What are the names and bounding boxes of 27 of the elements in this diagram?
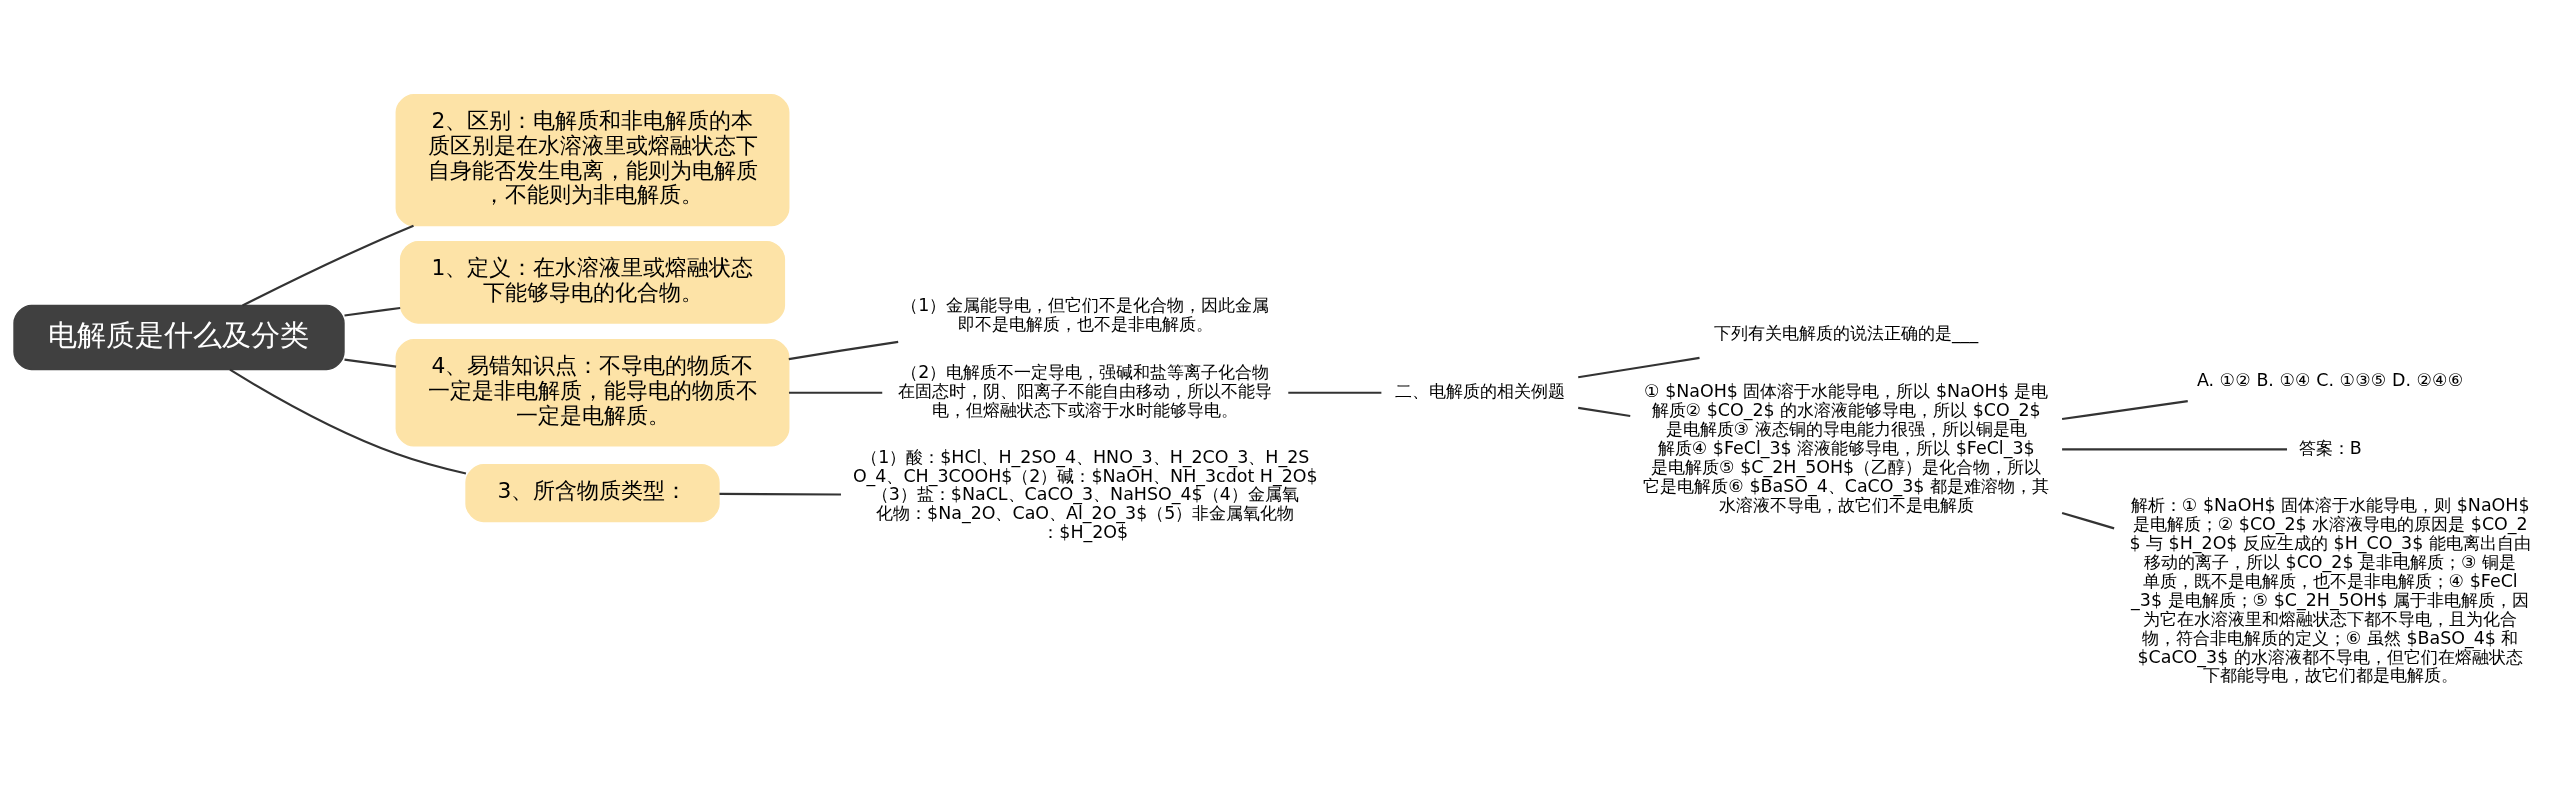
connector bbox=[229, 368, 467, 475]
connector bbox=[344, 306, 401, 317]
connector bbox=[1578, 356, 1700, 379]
node-text: （1）金属能导电，但它们不是化合物，因此金属即不是电解质，也不是非电解质。 bbox=[901, 294, 1270, 334]
node-text: （2）电解质不一定导电，强碱和盐等离子化合物在固态时，阴、阳离子不能自由移动，所以不能导电，但熔融状态下或溶于水时能够导电。 bbox=[898, 362, 1273, 421]
node-text: 答案：B bbox=[2298, 437, 2362, 458]
connector bbox=[2061, 511, 2115, 530]
connector bbox=[1578, 406, 1631, 418]
node-text: 下列有关电解质的说法正确的是___ bbox=[1714, 323, 1979, 344]
connector bbox=[242, 224, 414, 307]
node-text: ① $NaOH$ 固体溶于水能导电，所以 $NaOH$ 是电解质② $CO_2$ 的水溶液能够导电，所以 $CO_2$ 是电解质③ 液态铜的导电能力很强，所以铜是电解质④ $FeCl_3$ 溶液能够导电，所以 $FeCl_3$ 是电解质⑤ $C_2H_5OH$（乙醇）是化合物，所以它是电解质⑥ $BaSO_4、CaCO_3$ 都是难溶物，其水溶液不导电，故它们不是电解质 bbox=[1643, 381, 2049, 515]
connector bbox=[2061, 400, 2188, 421]
node-box: 2、区别：电解质和非电解质的本质区别是在水溶液里或熔融状态下自身能否发生电离，能则为电解质，不能则为非电解质。 bbox=[395, 94, 790, 227]
connector bbox=[788, 391, 883, 394]
connector bbox=[1288, 391, 1382, 394]
connector bbox=[788, 340, 899, 361]
node-box: 4、易错知识点：不导电的物质不一定是非电解质，能导电的物质不一定是电解质。 bbox=[395, 339, 790, 447]
node-text: （1）酸：$HCl、H_2SO_4、HNO_3、H_2CO_3、H_2SO_4、CH_3COOH$（2）碱：$NaOH、NH_3cdot H_2O$（3）盐：$NaCL、CaCO_3、NaHSO_4$（4）金属氧化物：$Na_2O、CaO、Al_2O_3$（5）非金属氧化物：$H_2O$ bbox=[852, 446, 1318, 543]
connector bbox=[719, 492, 841, 496]
node-box: 3、所含物质类型： bbox=[465, 464, 720, 523]
connector bbox=[2062, 448, 2288, 451]
node-text: 解析：① $NaOH$ 固体溶于水能导电，则 $NaOH$ 是电解质；② $CO_2$ 水溶液导电的原因是 $CO_2$ 与 $H_2O$ 反应生成的 $H_CO_3$ 能电离出自由移动的离子，所以 $CO_2$ 是非电解质；③ 铜是单质，既不是电解质，也不是非电解质；④ $FeCl_3$ 是电解质；⑤ $C_2H_5OH$ 属于非电解质，因为它在水溶液里和熔融状态下都不导电，且为化合物，符合非电解质的定义；⑥ 虽然 $BaSO_4$ 和 $CaCO_3$ 的水溶液都不导电，但它们在熔融状态下都能导电，故它们都是电解质。 bbox=[2129, 495, 2531, 686]
connector bbox=[344, 358, 397, 368]
node-text: A. ①② B. ①④ C. ①③⑤ D. ②④⑥ bbox=[2196, 369, 2464, 390]
node-box: 电解质是什么及分类 bbox=[13, 304, 345, 371]
node-text: 二、电解质的相关例题 bbox=[1394, 381, 1565, 402]
node-box: 1、定义：在水溶液里或熔融状态下能够导电的化合物。 bbox=[399, 240, 786, 324]
